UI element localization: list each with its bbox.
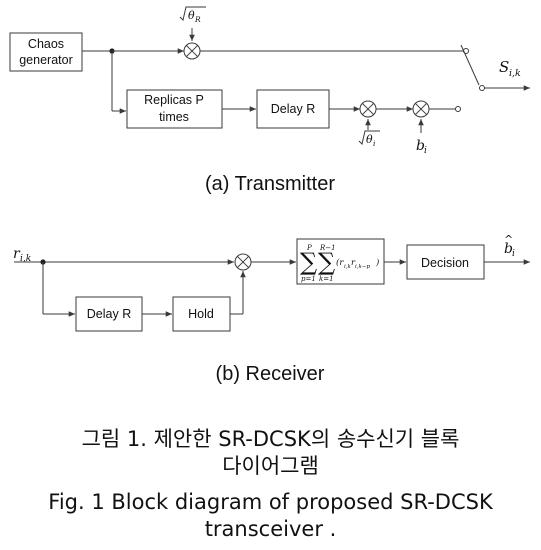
rx-delay-block: Delay R [75, 296, 143, 332]
svg-text:i,k: i,k [20, 254, 31, 264]
svg-text:i: i [512, 249, 515, 259]
multiplier-b-i [412, 100, 430, 118]
s-ik-label: S i,k [499, 58, 521, 79]
svg-text:): ) [375, 257, 379, 268]
tx-delay-label: Delay R [271, 102, 315, 116]
svg-text:i,k−p: i,k−p [355, 264, 370, 270]
output-switch [460, 44, 485, 91]
transmitter-diagram: Chaos generator θ R Replicas P times [9, 6, 530, 195]
svg-text:θ: θ [366, 133, 373, 146]
svg-text:R: R [194, 15, 201, 24]
rx-delay-label: Delay R [87, 307, 131, 321]
chaos-generator-block: Chaos generator [9, 32, 83, 72]
caption-korean-line-2: 다이어그램 [222, 454, 319, 478]
b-i-label: b i [416, 138, 427, 156]
replicas-block: Replicas P times [126, 89, 223, 129]
svg-text:(r: (r [336, 257, 344, 268]
transmitter-caption: (a) Transmitter [205, 173, 335, 195]
correlator-multiplier [234, 253, 252, 271]
r-ik-label: r i,k [13, 246, 31, 264]
tx-delay-block: Delay R [256, 89, 330, 129]
multiplier-theta-r [183, 42, 201, 60]
sum-symbol-p: ∑ [300, 248, 317, 276]
svg-text:r: r [351, 258, 356, 268]
switch-terminal-lower [455, 106, 461, 112]
svg-text:r: r [13, 246, 21, 262]
replicas-label-2: times [159, 110, 189, 124]
caption-english-line-1: Fig. 1 Block diagram of proposed SR-DCSK [48, 490, 493, 514]
sqrt-theta-i-label: θ i [358, 130, 380, 148]
decision-label: Decision [421, 256, 469, 270]
chaos-generator-label-1: Chaos [28, 37, 64, 51]
svg-text:b: b [504, 241, 513, 257]
sqrt-theta-r-label: θ R [179, 6, 206, 24]
svg-text:θ: θ [188, 9, 195, 22]
svg-text:i: i [373, 139, 376, 148]
svg-text:i: i [424, 146, 427, 156]
svg-text:i,k: i,k [344, 264, 352, 270]
receiver-diagram: r i,k Delay R Hold ∑ P p=1 [13, 233, 530, 385]
svg-text:b: b [416, 138, 425, 154]
decision-block: Decision [406, 244, 485, 280]
svg-text:P: P [306, 244, 312, 252]
hat-accent: ^ [504, 233, 513, 246]
hold-label: Hold [188, 307, 214, 321]
sum-symbol-k: ∑ [318, 248, 335, 276]
svg-text:k=1: k=1 [319, 275, 334, 283]
receiver-caption: (b) Receiver [216, 363, 325, 385]
svg-text:R−1: R−1 [319, 244, 336, 252]
hold-block: Hold [172, 296, 231, 332]
b-hat-i-label: b ^ i [504, 233, 515, 259]
caption-korean-line-1: 그림 1. 제안한 SR-DCSK의 송수신기 블록 [81, 427, 460, 451]
svg-text:S: S [499, 58, 509, 76]
svg-text:i,k: i,k [509, 68, 521, 79]
replicas-label-1: Replicas P [144, 93, 204, 107]
multiplier-theta-i [359, 100, 377, 118]
svg-text:p=1: p=1 [301, 275, 316, 283]
summation-block: ∑ P p=1 ∑ R−1 k=1 (r i,k r i,k−p ) [296, 238, 385, 285]
caption-english-line-2: transceiver . [204, 517, 337, 541]
chaos-generator-label-2: generator [19, 53, 73, 67]
